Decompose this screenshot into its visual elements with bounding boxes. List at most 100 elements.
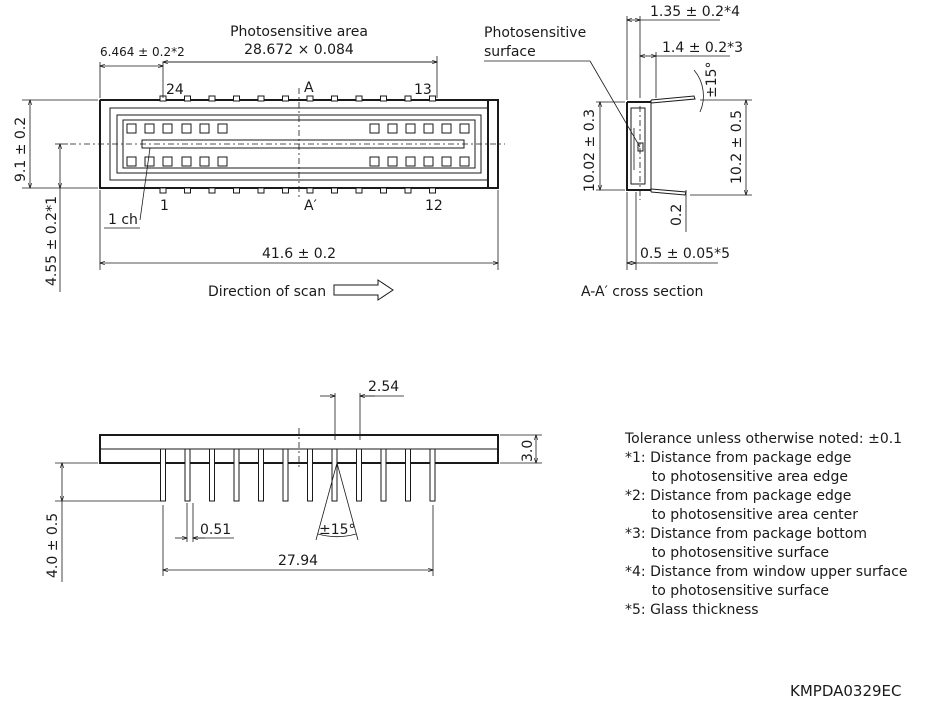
bond-pad xyxy=(459,156,470,167)
side-lead xyxy=(184,448,191,502)
side-lead xyxy=(405,448,411,502)
pin-stub xyxy=(331,187,338,194)
pin-stub xyxy=(306,95,314,102)
side-lead xyxy=(282,448,289,502)
pin-24-label: 24 xyxy=(166,82,184,98)
pin-stub xyxy=(331,95,338,102)
pitch-label: 2.54 xyxy=(368,379,399,395)
side-lead xyxy=(233,448,240,502)
bond-pad xyxy=(199,156,210,167)
side-view: 2.54 3.0 4.0 ± 0.5 0.51 ±15° 27.94 xyxy=(45,379,542,582)
pin-stub xyxy=(282,187,289,194)
drawing-code: KMPDA0329EC xyxy=(790,682,902,700)
bond-pad xyxy=(217,123,228,134)
scan-direction-label: Direction of scan xyxy=(208,284,326,300)
pin-stub xyxy=(404,187,412,194)
dim-offset-vertical: 4.55 ± 0.2*1 xyxy=(44,196,60,286)
side-lead xyxy=(380,448,387,502)
dim-10-02: 10.02 ± 0.3 xyxy=(582,109,598,192)
bond-pad xyxy=(162,156,173,167)
tolerance-notes: Tolerance unless otherwise noted: ±0.1 *… xyxy=(625,430,908,620)
bond-pad xyxy=(126,123,137,134)
surface-label-line1: Photosensitive xyxy=(484,25,586,41)
side-leads xyxy=(160,448,436,502)
pin-stub xyxy=(380,95,387,102)
lead-width-label: 0.51 xyxy=(200,522,231,538)
side-lead xyxy=(307,448,313,502)
surface-label-line2: surface xyxy=(484,44,536,60)
pin-stub xyxy=(257,95,265,102)
pin-stub xyxy=(233,95,240,102)
dim-1-4: 1.4 ± 0.2*3 xyxy=(662,40,743,56)
pin-stub xyxy=(159,187,167,194)
bond-pad xyxy=(387,123,398,134)
side-lead xyxy=(356,448,362,502)
pin-1-label: 1 xyxy=(160,198,169,214)
pin-stub xyxy=(257,187,265,194)
pin-stub xyxy=(429,187,436,194)
note-line: Tolerance unless otherwise noted: ±0.1 xyxy=(625,431,903,447)
note-line: to photosensitive area edge xyxy=(625,469,848,485)
note-line: *5: Glass thickness xyxy=(625,602,759,618)
note-line: *2: Distance from package edge xyxy=(625,488,852,504)
side-lead xyxy=(258,448,264,502)
dim-10-2: 10.2 ± 0.5 xyxy=(729,110,745,184)
bond-pad xyxy=(405,123,416,134)
bond-pad xyxy=(144,123,155,134)
bond-pad xyxy=(369,123,380,134)
lead-angle-label: ±15° xyxy=(319,522,356,538)
bond-pad xyxy=(423,123,434,134)
pin-13-label: 13 xyxy=(414,82,432,98)
scan-arrow-icon xyxy=(333,279,394,301)
lead-length-label: 4.0 ± 0.5 xyxy=(45,513,61,578)
bond-pad xyxy=(405,156,416,167)
section-a-label: A xyxy=(304,80,314,96)
pin-stub xyxy=(429,95,436,102)
dim-0-5: 0.5 ± 0.05*5 xyxy=(640,246,730,262)
pin-stub xyxy=(184,95,191,102)
bond-pad xyxy=(199,123,210,134)
bond-pad xyxy=(217,156,228,167)
dim-width: 41.6 ± 0.2 xyxy=(262,246,336,262)
pin-12-label: 12 xyxy=(425,198,443,214)
bond-pad xyxy=(441,123,452,134)
area-size: 28.672 × 0.084 xyxy=(244,42,354,58)
note-line: to photosensitive surface xyxy=(625,583,830,599)
area-title: Photosensitive area xyxy=(230,24,368,40)
bond-pad xyxy=(459,123,470,134)
side-lead xyxy=(331,448,338,502)
pin-stub xyxy=(355,95,363,102)
pin-stub xyxy=(306,187,314,194)
pin-stub xyxy=(208,95,216,102)
note-line: *1: Distance from package edge xyxy=(625,450,852,466)
cross-section-caption: A-A′ cross section xyxy=(581,284,703,300)
bond-pad xyxy=(387,156,398,167)
dim-0-2: 0.2 xyxy=(669,204,685,226)
bond-pad xyxy=(441,156,452,167)
pin-stub xyxy=(208,187,216,194)
note-line: *3: Distance from package bottom xyxy=(625,526,867,542)
dim-1-35: 1.35 ± 0.2*4 xyxy=(650,4,740,20)
pin-stub xyxy=(233,187,240,194)
top-view: 6.464 ± 0.2*2 Photosensitive area 28.672… xyxy=(13,24,505,301)
note-line: *4: Distance from window upper surface xyxy=(625,564,908,580)
pin-stub xyxy=(184,187,191,194)
dim-height: 9.1 ± 0.2 xyxy=(13,117,29,182)
bond-pad xyxy=(181,123,192,134)
pin-stub xyxy=(355,187,363,194)
side-lead xyxy=(160,448,166,502)
bond-pad xyxy=(369,156,380,167)
note-line: to photosensitive area center xyxy=(625,507,858,523)
note-line: to photosensitive surface xyxy=(625,545,830,561)
angle-label: ±15° xyxy=(704,61,720,98)
side-lead xyxy=(429,448,436,502)
bond-pad xyxy=(126,156,137,167)
channel-1-label: 1 ch xyxy=(108,212,138,228)
cross-section-body xyxy=(626,101,651,191)
lead-span-label: 27.94 xyxy=(278,553,318,569)
cross-section-view: Photosensitive surface 1.35 ± 0.2*4 1.4 … xyxy=(484,4,752,300)
pin-stub xyxy=(380,187,387,194)
section-a-prime-label: A′ xyxy=(304,198,317,214)
side-lead xyxy=(209,448,215,502)
